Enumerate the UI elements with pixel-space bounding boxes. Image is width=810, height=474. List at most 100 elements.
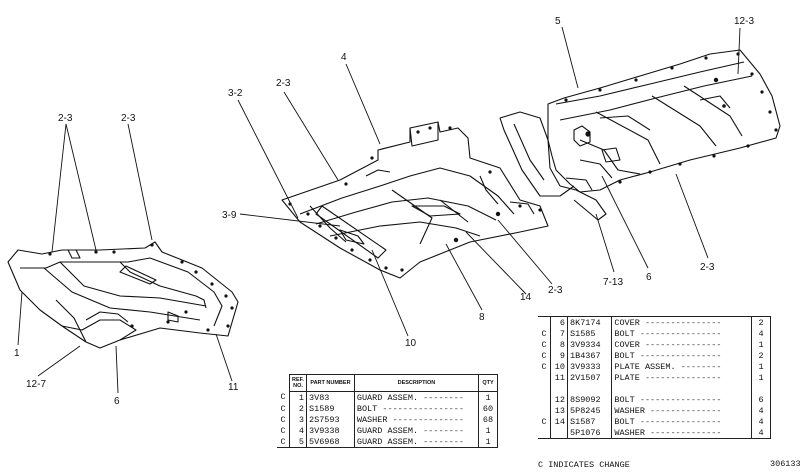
callout-12-3: 12-3 [734, 16, 754, 27]
dot-leader: -------- [418, 436, 464, 447]
change-flag [538, 427, 551, 439]
callout-6-left: 6 [114, 396, 120, 407]
drawing-number: 306133 [770, 459, 801, 469]
change-note: C INDICATES CHANGE [538, 460, 630, 470]
quantity: 1 [751, 339, 771, 350]
ref-number: 12 [550, 394, 568, 405]
callout-12-7: 12-7 [26, 379, 46, 390]
description: BOLT ---------------- [611, 416, 752, 427]
callout-6-right: 6 [646, 272, 652, 283]
dot-leader: --------------- [639, 339, 722, 350]
table-header-row: REF. NO. PART NUMBER DESCRIPTION QTY [277, 374, 498, 392]
part-number: 5P1076 [566, 427, 613, 439]
callout-14: 14 [520, 292, 532, 303]
part-number: 3V9333 [566, 361, 613, 372]
header-part-number: PART NUMBER [306, 374, 355, 392]
ref-number: 1 [289, 391, 307, 403]
quantity: 4 [751, 328, 771, 339]
quantity: 2 [751, 350, 771, 361]
description: BOLT ---------------- [353, 403, 480, 414]
change-flag [538, 316, 551, 328]
part-number: S1587 [566, 416, 613, 427]
part-number: 2V1507 [566, 372, 613, 383]
quantity: 1 [478, 391, 498, 403]
quantity: 4 [751, 416, 771, 427]
table-spacer [538, 383, 771, 394]
callout-7-13: 7-13 [603, 277, 623, 288]
change-flag: C [538, 328, 551, 339]
change-flag: C [277, 436, 290, 448]
description: BOLT ---------------- [611, 394, 752, 405]
quantity: 4 [751, 427, 771, 439]
description: BOLT ---------------- [611, 328, 752, 339]
ref-number: 4 [289, 425, 307, 436]
dot-leader: -------- [675, 361, 722, 372]
callout-3-2: 3-2 [228, 88, 243, 99]
ref-number: 2 [289, 403, 307, 414]
description: PLATE ASSEM. -------- [611, 361, 752, 372]
change-flag: C [538, 416, 551, 427]
part-number: 5P8245 [566, 405, 613, 416]
change-flag: C [277, 391, 290, 403]
right-plate-assembly [499, 49, 781, 221]
callout-11: 11 [228, 382, 239, 393]
part-number: 1B4367 [566, 350, 613, 361]
part-number: 3V9338 [306, 425, 355, 436]
ref-number: 8 [550, 339, 568, 350]
callout-4: 4 [341, 52, 347, 63]
dot-leader: -------- [418, 425, 464, 436]
center-guard-bolt-holes [288, 126, 542, 272]
callout-2-3-left-a: 2-3 [58, 113, 73, 124]
dot-leader: ---------------- [634, 350, 722, 361]
header-ref-no: REF. NO. [289, 374, 307, 392]
part-number: S1585 [566, 328, 613, 339]
right-plate-bolt-holes [564, 52, 778, 184]
dot-leader: -------- [418, 392, 464, 403]
dot-leader: -------------- [387, 414, 464, 425]
dot-leader: ---------------- [377, 403, 464, 414]
dot-leader: ---------------- [634, 394, 722, 405]
callout-2-3-right: 2-3 [700, 262, 715, 273]
dot-leader: --------------- [639, 372, 722, 383]
dot-leader: ---------------- [634, 328, 722, 339]
callout-2-3-left-b: 2-3 [121, 113, 136, 124]
ref-number: 13 [550, 405, 568, 416]
ref-number: 5 [289, 436, 307, 448]
change-flag [538, 394, 551, 405]
quantity: 1 [751, 361, 771, 372]
description: WASHER -------------- [611, 405, 752, 416]
quantity: 1 [478, 425, 498, 436]
ref-number: 11 [550, 372, 568, 383]
ref-number: 3 [289, 414, 307, 425]
header-qty: QTY [478, 374, 498, 392]
ref-number: 7 [550, 328, 568, 339]
part-number: S1589 [306, 403, 355, 414]
quantity: 2 [751, 316, 771, 328]
callout-3-9: 3-9 [222, 210, 237, 221]
ref-number: 10 [550, 361, 568, 372]
description: BOLT ---------------- [611, 350, 752, 361]
callout-2-3-center: 2-3 [276, 78, 291, 89]
ref-number: 6 [550, 316, 568, 328]
header-description: DESCRIPTION [353, 374, 480, 392]
description: WASHER -------------- [611, 427, 752, 439]
dot-leader: --------------- [639, 317, 722, 328]
description: PLATE --------------- [611, 372, 752, 383]
part-number: 8K7174 [566, 316, 613, 328]
part-number: 8S9092 [566, 394, 613, 405]
dot-leader: -------------- [644, 427, 722, 438]
change-flag: C [277, 425, 290, 436]
